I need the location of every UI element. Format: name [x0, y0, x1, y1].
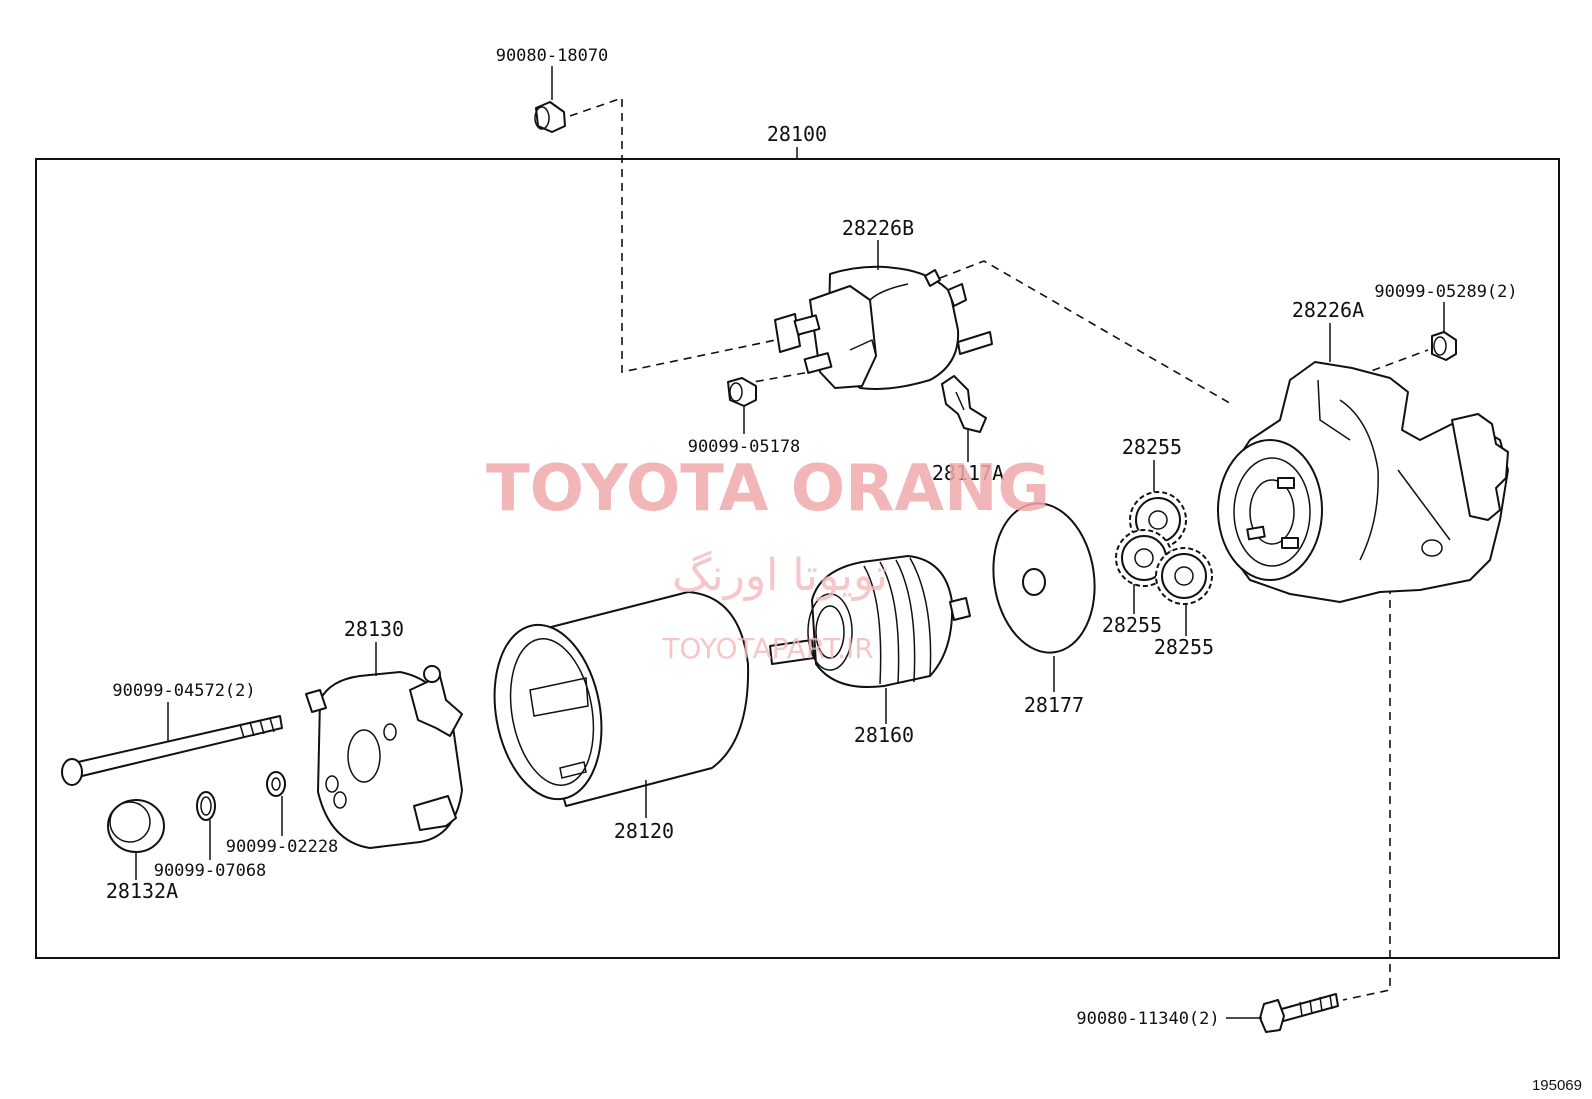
dashed-line-bottom-bolt: [1342, 547, 1398, 1001]
yoke-icon: [493, 591, 750, 807]
label-nut-top: 90080-18070: [496, 46, 609, 66]
label-planetary-gear-top: 28255: [1122, 435, 1182, 459]
watermark-brand: TOYOTA ORANG: [486, 452, 1050, 526]
label-through-bolt: 90099-04572(2): [112, 681, 255, 701]
starter-housing-icon: [1217, 361, 1509, 603]
label-plate: 28177: [1024, 693, 1084, 717]
housing-nut-icon: [1431, 331, 1457, 361]
cap-icon: [107, 799, 165, 853]
watermark-site: TOYOTAPART.IR: [661, 632, 873, 665]
label-bottom-bolt: 90080-11340(2): [1076, 1009, 1219, 1029]
dashed-line-top-nut: [569, 96, 801, 373]
dashed-line-housing: [939, 260, 1234, 406]
watermark-brand-fa: تویوتا اورنگ: [672, 550, 888, 601]
label-cap: 28132A: [106, 879, 178, 903]
label-housing-nut: 90099-05289(2): [1374, 282, 1517, 302]
end-frame-icon: [305, 665, 463, 849]
solenoid-nut-icon: [727, 377, 757, 407]
plunger-icon: [941, 375, 987, 433]
planetary-gear-right-icon: [1155, 547, 1213, 605]
label-snap-ring: 90099-07068: [154, 861, 267, 881]
assembly-label: 28100: [767, 122, 827, 146]
armature-icon: [769, 555, 971, 688]
label-planetary-gear-right: 28255: [1154, 635, 1214, 659]
dashed-line-solenoid-nut: [741, 371, 811, 385]
label-end-frame: 28130: [344, 617, 404, 641]
snap-ring-icon: [196, 791, 216, 821]
solenoid-switch-icon: [774, 265, 993, 390]
label-plunger: 28117A: [932, 461, 1004, 485]
washer-icon: [266, 771, 286, 797]
label-solenoid-nut: 90099-05178: [688, 437, 801, 457]
label-solenoid-switch: 28226B: [842, 216, 914, 240]
label-planetary-gear-left: 28255: [1102, 613, 1162, 637]
plate-icon: [992, 502, 1096, 654]
label-armature: 28160: [854, 723, 914, 747]
label-washer: 90099-02228: [226, 837, 339, 857]
nut-top-icon: [534, 101, 566, 133]
bottom-bolt-icon: [1259, 993, 1339, 1033]
through-bolt-icon: [61, 715, 283, 786]
label-starter-housing: 28226A: [1292, 298, 1364, 322]
diagram-number: 195069: [1532, 1077, 1582, 1094]
label-yoke: 28120: [614, 819, 674, 843]
